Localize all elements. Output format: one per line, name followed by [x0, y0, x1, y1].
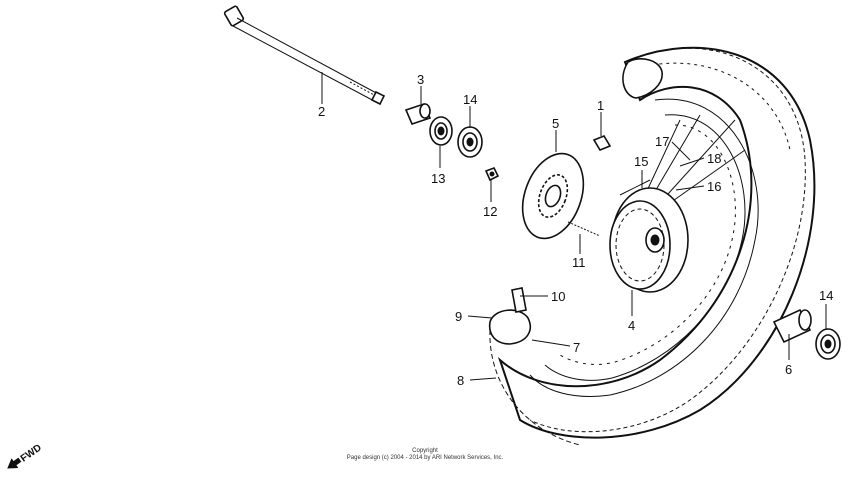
copyright-title: Copyright: [412, 448, 438, 454]
axle-spacer: [404, 103, 432, 125]
part-label-2: 2: [318, 104, 325, 119]
axle-shaft: [223, 5, 386, 106]
part-label-7: 7: [573, 340, 580, 355]
spoke-nipple-15: [619, 179, 651, 196]
bearing-13: [429, 116, 453, 146]
part-label-10: 10: [551, 289, 565, 304]
part-label-15: 15: [634, 154, 648, 169]
fwd-label: FWD: [19, 442, 44, 464]
part-label-14-bottom: 14: [819, 288, 833, 303]
part-label-3: 3: [417, 72, 424, 87]
spokes: [644, 114, 746, 211]
tube-cap-9: [488, 309, 532, 345]
wheel-rim: [529, 98, 759, 397]
part-label-6: 6: [785, 362, 792, 377]
nut-1: [592, 135, 612, 151]
rim-band-10: [511, 287, 527, 313]
bolt-11: [567, 221, 601, 237]
part-label-13: 13: [431, 171, 445, 186]
copyright-notice: Page design (c) 2004 - 2014 by ARI Netwo…: [347, 455, 504, 461]
part-label-5: 5: [552, 116, 559, 131]
part-label-1: 1: [597, 98, 604, 113]
part-label-17: 17: [655, 134, 669, 149]
fwd-arrow-icon: [7, 457, 22, 469]
collar-6: [772, 308, 812, 344]
leader-lines: [321, 72, 827, 381]
part-label-11: 11: [572, 255, 586, 270]
part-label-12: 12: [483, 204, 497, 219]
part-label-4: 4: [628, 318, 635, 333]
wheel-tire: [497, 46, 816, 439]
brake-disc: [521, 152, 585, 240]
fwd-indicator: FWD: [7, 442, 44, 469]
part-label-16: 16: [707, 179, 721, 194]
part-label-9: 9: [455, 309, 462, 324]
part-label-8: 8: [457, 373, 464, 388]
oil-seal-14-top: [457, 126, 483, 158]
nut-12: [484, 166, 500, 182]
valve-cap-top: [622, 58, 663, 99]
tire-lower: [489, 329, 581, 446]
oil-seal-14-bottom: [815, 328, 841, 360]
wheel-hub: [609, 187, 689, 293]
part-label-14-top: 14: [463, 92, 477, 107]
part-label-18: 18: [707, 151, 721, 166]
